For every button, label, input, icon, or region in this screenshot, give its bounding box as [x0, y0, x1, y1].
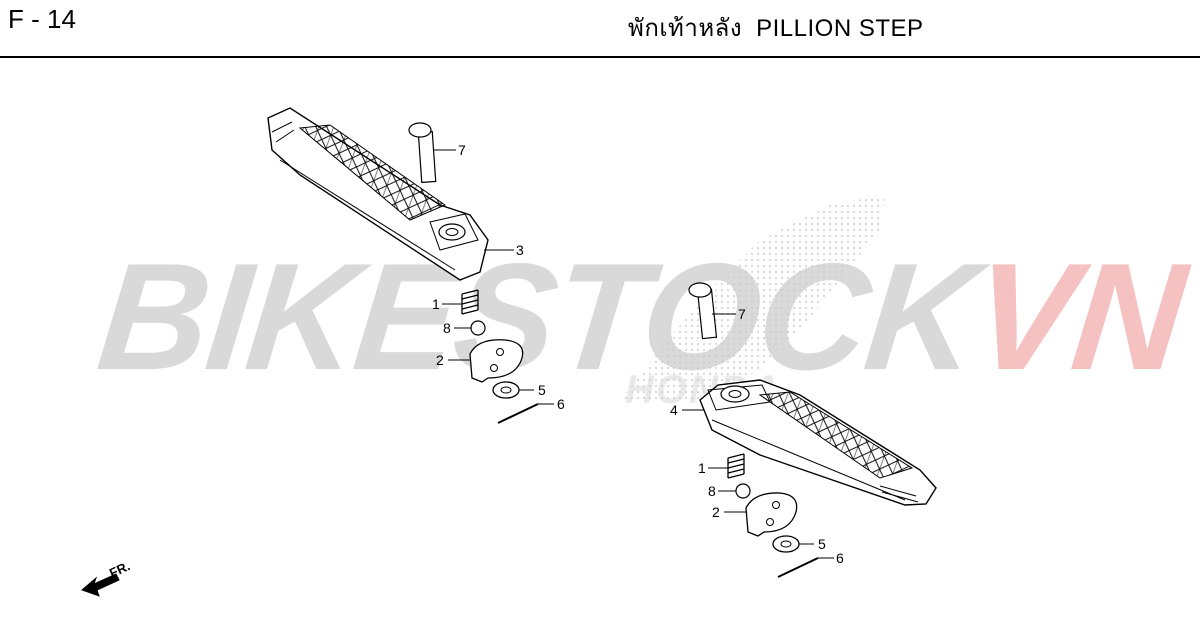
diagram-code: F - 14: [8, 4, 76, 34]
callout-right-5: 5: [818, 536, 826, 552]
callout-left-2: 2: [436, 352, 444, 368]
callout-left-8: 8: [443, 320, 451, 336]
left-spring-1: [461, 289, 479, 315]
right-spring-1: [727, 453, 745, 479]
callout-right-8: 8: [708, 483, 716, 499]
right-cotter-pin-6: [777, 557, 819, 578]
wing-watermark-icon: [620, 195, 885, 400]
callout-right-1: 1: [698, 460, 706, 476]
callout-right-2: 2: [712, 504, 720, 520]
right-pin-7: [688, 282, 718, 340]
callout-left-1: 1: [432, 296, 440, 312]
callout-left-6: 6: [557, 396, 565, 412]
left-pin-7: [408, 122, 437, 184]
left-plate-2: [469, 339, 524, 383]
left-step-bar: [267, 107, 489, 281]
left-step-assembly: 7 3 1 8 2 5 6: [267, 107, 565, 424]
diagram-title: พักเท้าหลัง PILLION STEP: [628, 8, 924, 47]
right-ball-8: [735, 483, 751, 499]
callout-left-5: 5: [538, 382, 546, 398]
title-english: PILLION STEP: [756, 15, 924, 42]
front-label: FR.: [107, 558, 132, 580]
callout-right-4: 4: [670, 402, 678, 418]
front-arrow-icon: [81, 573, 120, 597]
right-plate-2: [745, 492, 798, 537]
left-cotter-pin-6: [497, 403, 539, 424]
right-step-assembly: 7 4 1 8 2 5 6: [670, 282, 937, 578]
callout-right-7: 7: [738, 306, 746, 322]
header-divider: [0, 56, 1200, 58]
callout-right-6: 6: [836, 550, 844, 566]
callout-left-3: 3: [516, 242, 524, 258]
left-ball-8: [470, 320, 486, 336]
title-thai: พักเท้าหลัง: [628, 15, 743, 42]
callout-left-7: 7: [458, 142, 466, 158]
front-direction-indicator: FR.: [81, 558, 132, 597]
